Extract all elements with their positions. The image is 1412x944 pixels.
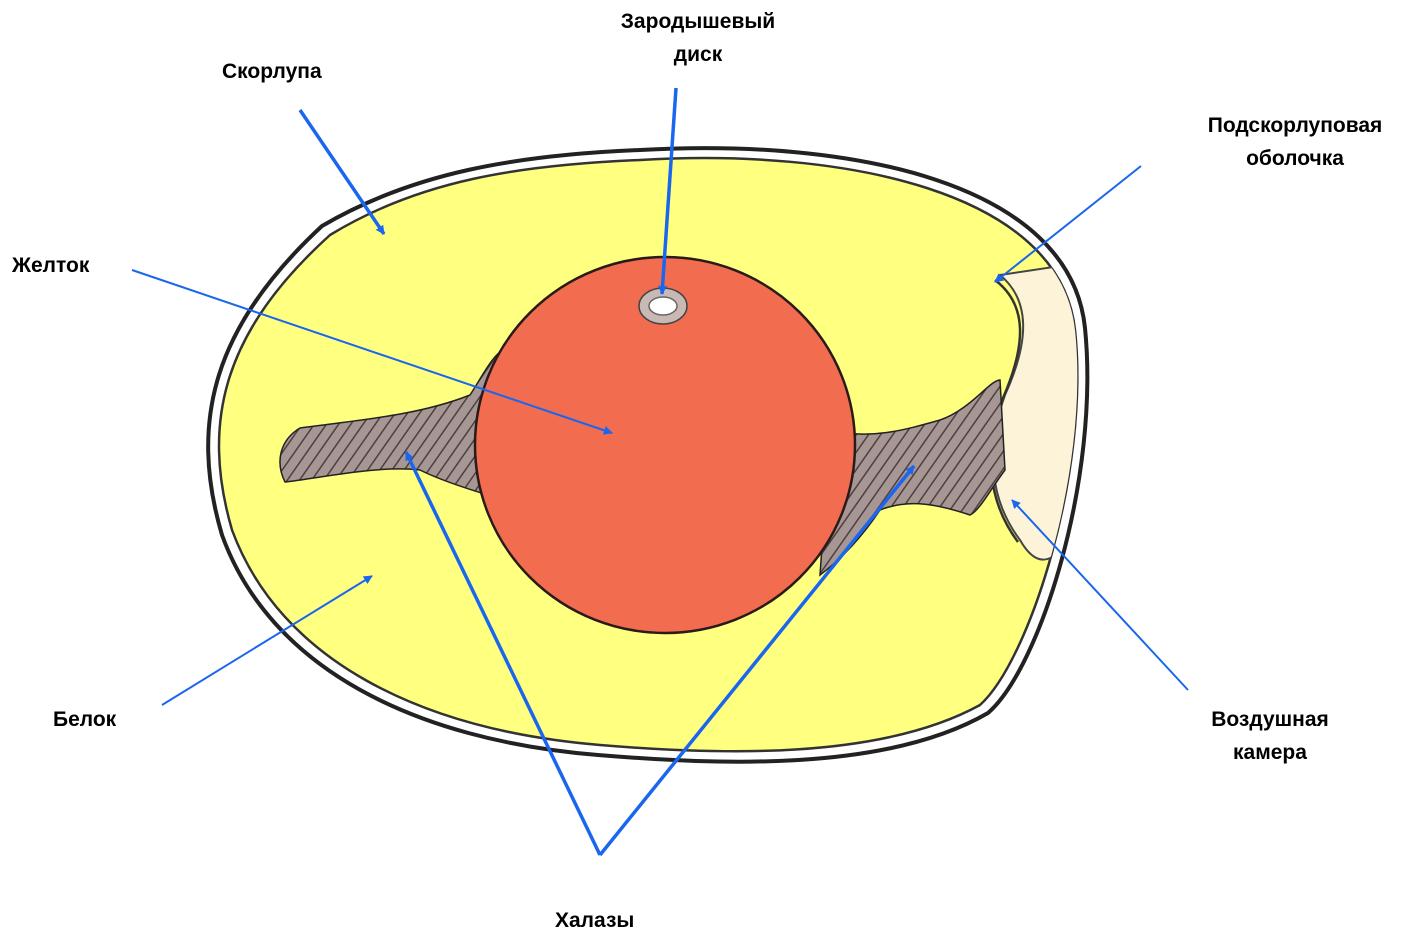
label-shell-membrane: Подскорлуповая оболочка bbox=[1180, 110, 1410, 175]
label-air-cell: Воздушная камера bbox=[1170, 704, 1370, 769]
label-albumen: Белок bbox=[53, 704, 116, 737]
label-germinal-disc: Зародышевый диск bbox=[598, 6, 798, 71]
label-albumen-text: Белок bbox=[53, 704, 116, 737]
label-germinal-disc-line1: Зародышевый bbox=[598, 6, 798, 39]
label-yolk-text: Желток bbox=[12, 250, 89, 283]
label-chalazae: Халазы bbox=[555, 905, 634, 938]
label-shell-membrane-line2: оболочка bbox=[1180, 143, 1410, 176]
label-yolk: Желток bbox=[12, 250, 89, 283]
label-shell: Скорлупа bbox=[222, 56, 322, 89]
label-germinal-disc-line2: диск bbox=[598, 39, 798, 72]
germinal-disc-inner bbox=[649, 297, 677, 315]
label-air-cell-line1: Воздушная bbox=[1170, 704, 1370, 737]
label-shell-membrane-line1: Подскорлуповая bbox=[1180, 110, 1410, 143]
label-shell-text: Скорлупа bbox=[222, 56, 322, 89]
label-air-cell-line2: камера bbox=[1170, 737, 1370, 770]
label-chalazae-text: Халазы bbox=[555, 905, 634, 938]
